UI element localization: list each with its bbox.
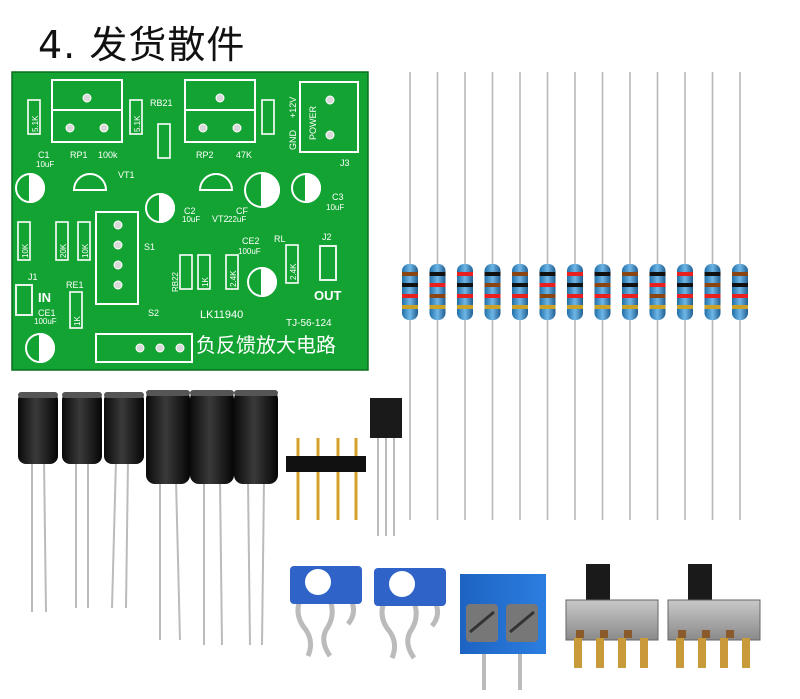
resistor (704, 72, 721, 520)
label-ce2-val: 100uF (238, 247, 261, 256)
label-ce2: CE2 (242, 236, 260, 246)
resistor (567, 72, 583, 520)
label-re1: RE1 (66, 280, 84, 290)
label-rp2-val: 47K (236, 150, 252, 160)
label-rl: RL (274, 234, 286, 244)
resistor (429, 72, 446, 520)
label-rp1: RP1 (70, 150, 88, 160)
label-c1: C1 (38, 150, 50, 160)
label-rb21: RB21 (150, 98, 173, 108)
label-r3: 10K (21, 243, 30, 258)
label-r8: 1K (201, 277, 210, 287)
pin-header (286, 438, 366, 520)
terminal-block (460, 574, 546, 690)
label-ce1-val: 100uF (34, 317, 57, 326)
label-vt1: VT1 (118, 170, 135, 180)
capacitor-group (18, 390, 278, 646)
resistor (402, 72, 418, 520)
label-in: IN (38, 290, 51, 305)
slide-switch (565, 564, 659, 668)
resistor (677, 72, 693, 520)
label-c2: C2 (184, 206, 196, 216)
small-capacitor (104, 392, 144, 609)
resistor (512, 72, 528, 520)
label-gnd: GND (288, 130, 298, 151)
pcb-model: LK11940 (200, 309, 243, 321)
label-r4: 20K (59, 243, 68, 258)
resistor (594, 72, 611, 520)
transistor (370, 398, 402, 536)
label-rp1-val: 100k (98, 150, 118, 160)
label-s1: S1 (144, 242, 155, 252)
label-c2-val: 10uF (182, 215, 200, 224)
label-c3-val: 10uF (326, 203, 344, 212)
label-r1: 5.1K (31, 115, 40, 132)
label-c3: C3 (332, 192, 344, 202)
pcb-code: TJ-56-124 (286, 318, 332, 329)
large-capacitor (234, 390, 278, 646)
label-out: OUT (314, 288, 342, 303)
label-cf-val: 22uF (228, 215, 246, 224)
label-power: POWER (308, 105, 318, 140)
small-capacitor (62, 392, 102, 608)
resistor (622, 72, 638, 520)
label-c1-val: 10uF (36, 160, 54, 169)
resistor (484, 72, 501, 520)
label-rb22: RB22 (171, 271, 180, 292)
label-r6: 2.4K (289, 263, 298, 280)
label-s2: S2 (148, 308, 159, 318)
label-j3: J3 (340, 158, 350, 168)
large-capacitor (146, 390, 190, 641)
label-r5: 10K (81, 243, 90, 258)
pcb-name: 负反馈放大电路 (196, 333, 336, 357)
label-vt2: VT2 (212, 214, 229, 224)
page-title: 4. 发货散件 (38, 23, 246, 67)
label-cf: CF (236, 206, 248, 216)
trimmer-pot (374, 568, 446, 660)
label-ce1: CE1 (38, 308, 56, 318)
large-capacitor (190, 390, 234, 646)
label-12v: +12V (288, 97, 298, 118)
label-j2: J2 (322, 232, 332, 242)
pcb-board: RB21 RP1 100k RP2 47K VT1 VT2 C1 10uF C2… (11, 71, 369, 371)
resistor-row (402, 72, 748, 520)
label-r7: 1K (73, 316, 82, 326)
label-rp2: RP2 (196, 150, 214, 160)
slide-switch (667, 564, 761, 668)
small-capacitor (18, 392, 58, 613)
resistor (539, 72, 556, 520)
trimmer-pot (290, 566, 362, 658)
label-r2: 5.1K (133, 115, 142, 132)
resistor (649, 72, 666, 520)
label-j1: J1 (28, 272, 38, 282)
resistor (732, 72, 748, 520)
label-r9: 2.4K (229, 270, 238, 287)
resistor (457, 72, 473, 520)
